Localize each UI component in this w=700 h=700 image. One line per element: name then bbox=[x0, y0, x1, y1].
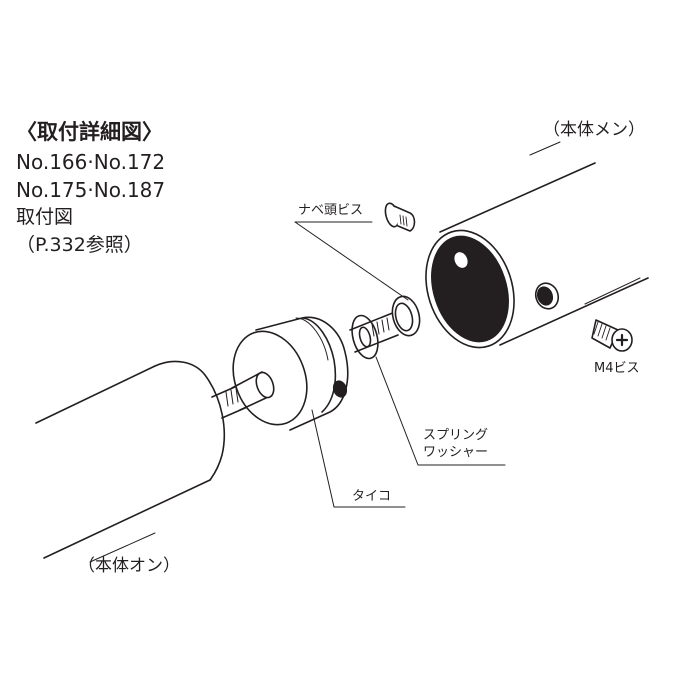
pan-head-screw-assembled bbox=[391, 295, 421, 337]
label-pan-head-screw: ナベ頭ビス bbox=[298, 203, 364, 218]
spring-washer bbox=[349, 311, 399, 360]
label-male-body: （本体オン） bbox=[78, 556, 180, 576]
label-spring-washer-1: スプリング bbox=[423, 428, 489, 443]
page-reference: （P.332参照） bbox=[16, 234, 143, 256]
female-body-tube bbox=[425, 162, 649, 349]
label-taiko: タイコ bbox=[352, 489, 392, 504]
model-numbers-line-1: No.166·No.172 bbox=[16, 150, 166, 174]
taiko-connector bbox=[231, 316, 349, 431]
leader-lines bbox=[89, 141, 641, 563]
label-female-body: （本体メン） bbox=[543, 120, 645, 140]
label-m4-screw: M4ビス bbox=[594, 361, 640, 376]
pan-head-screw bbox=[384, 202, 416, 232]
figure-label: 取付図 bbox=[16, 206, 74, 228]
male-body-tube bbox=[35, 360, 225, 559]
m4-screw bbox=[591, 319, 633, 352]
label-spring-washer-2: ワッシャー bbox=[423, 445, 489, 460]
diagram-title: 〈取付詳細図〉 bbox=[16, 120, 163, 144]
model-numbers-line-2: No.175·No.187 bbox=[16, 178, 166, 202]
